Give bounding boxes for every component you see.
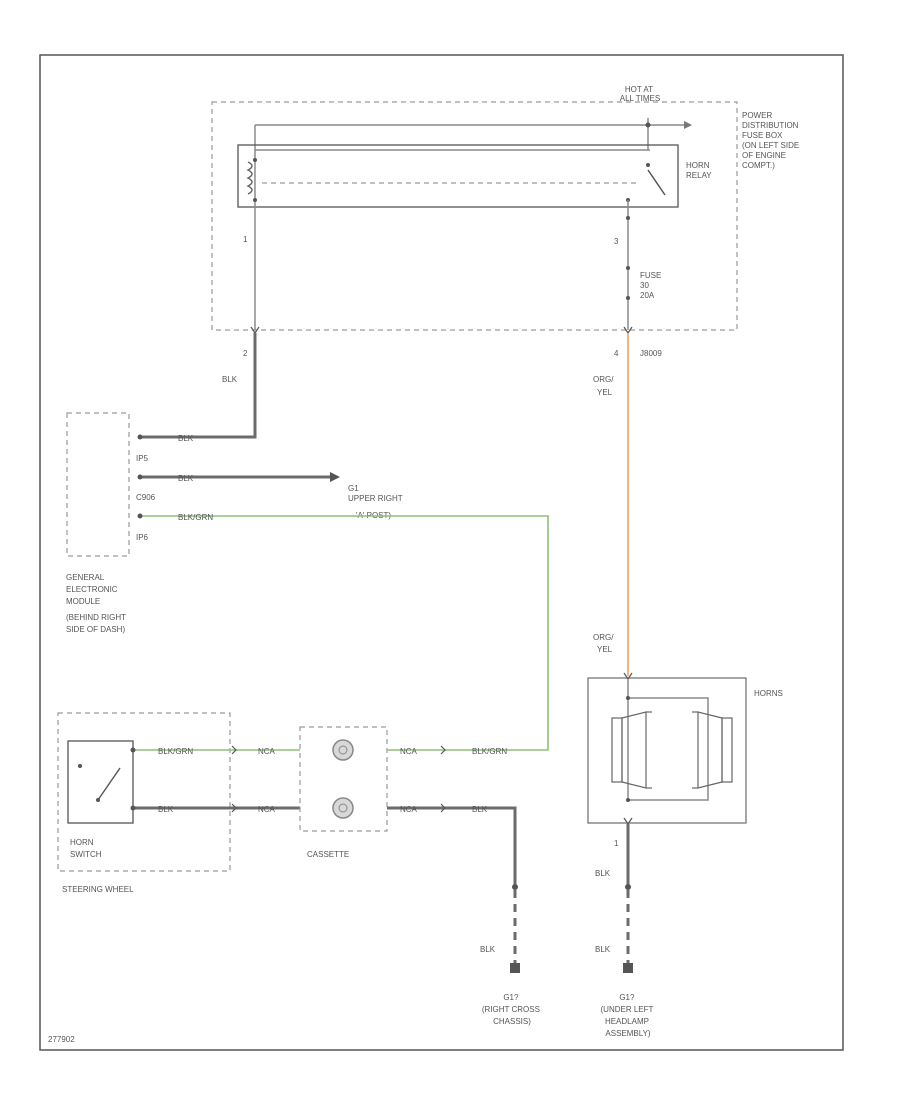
gem-box (66, 412, 130, 557)
pin-3-label: 3 (614, 237, 619, 246)
steering-wheel-label: STEERING WHEEL (62, 885, 134, 894)
relay-switch-pin (646, 163, 650, 167)
blk-label-top: BLK (222, 375, 238, 384)
power-distribution-box (211, 101, 738, 331)
nca-label-3: NCA (400, 747, 418, 756)
relay-switch-contact (647, 169, 666, 196)
pin-1-label: 1 (243, 235, 248, 244)
sw-wire-2-label: BLK (158, 805, 174, 814)
gem-pin-ip6: IP6 (136, 533, 149, 542)
cassette-blk-wire (387, 806, 517, 885)
gem-pin-c906: C906 (136, 493, 156, 502)
gem-pin-1 (137, 434, 143, 440)
nca-label-1: NCA (258, 747, 276, 756)
blk-wire-to-gem (140, 333, 257, 439)
cassette-blk-label: BLK (480, 945, 496, 954)
bus-arrow (684, 121, 692, 129)
gem-label: GENERAL ELECTRONIC MODULE (BEHIND RIGHT … (66, 573, 128, 634)
ground-terminal-left-headlamp (623, 963, 633, 973)
gem-wire-2-label: BLK (178, 474, 194, 483)
right-wire-1-label: BLK/GRN (472, 747, 507, 756)
connector-label: J8009 (640, 349, 662, 358)
switch-wire-pin-2 (130, 805, 136, 811)
gem-pin-ip5: IP5 (136, 454, 149, 463)
horn-switch-pin-1 (78, 764, 82, 768)
org-yel-label-bottom: ORG/ YEL (593, 633, 616, 654)
cassette-coil-1-inner (338, 745, 348, 755)
horns-node-bottom (626, 798, 630, 802)
horns-box (587, 677, 747, 824)
relay-coil (246, 161, 253, 195)
connector-cas-1 (440, 745, 446, 755)
horn-switch-contact (97, 767, 121, 801)
switch-wire-pin-1 (130, 747, 136, 753)
power-box-label: POWER DISTRIBUTION FUSE BOX (ON LEFT SID… (742, 111, 801, 170)
pin-4-label: 4 (614, 349, 619, 358)
horn-switch-box (67, 740, 134, 824)
cassette-coil-2 (332, 797, 354, 819)
cassette-coil-2-inner (338, 803, 348, 813)
g-upper-label: G1 UPPER RIGHT 'A' POST) (348, 484, 405, 520)
horn-speaker-right (692, 711, 733, 789)
horns-node-top (626, 696, 630, 700)
gem-wire-1-label: BLK (178, 434, 194, 443)
g-left-label: G1? (UNDER LEFT HEADLAMP ASSEMBLY) (601, 993, 656, 1038)
ground-arrow (330, 472, 340, 482)
ground-terminal-right-cross (510, 963, 520, 973)
org-yel-label-top: ORG/ YEL (593, 375, 616, 397)
horns-internal-wiring (627, 679, 709, 801)
coil-pin-bottom (253, 198, 257, 202)
sw-wire-1-label: BLK/GRN (158, 747, 193, 756)
right-wire-2-label: BLK (472, 805, 488, 814)
fuse-pin-a (626, 266, 630, 270)
horn-relay-label: HORN RELAY (686, 161, 712, 180)
steering-wheel-box (57, 712, 231, 872)
gem-pin-2 (137, 474, 143, 480)
cassette-box (299, 726, 388, 832)
horns-blk-label-1: BLK (595, 869, 611, 878)
diagram-code: 277902 (48, 1035, 75, 1044)
cassette-label: CASSETTE (307, 850, 349, 859)
fuse-pin-top (626, 216, 630, 220)
horns-label: HORNS (754, 689, 783, 698)
fuse-pin-b (626, 296, 630, 300)
bus-node (645, 122, 651, 128)
nca-label-4: NCA (400, 805, 418, 814)
cassette-coil-1 (332, 739, 354, 761)
fuse-label: FUSE 30 20A (640, 271, 664, 300)
gem-pin-3 (137, 513, 143, 519)
hot-label: HOT AT ALL TIMES (620, 85, 660, 103)
horn-speaker-left (611, 711, 652, 789)
connector-sw-2 (231, 803, 237, 813)
coil-pin-top (253, 158, 257, 162)
nca-label-2: NCA (258, 805, 276, 814)
horns-blk-label-2: BLK (595, 945, 611, 954)
pin-2-label: 2 (243, 349, 248, 358)
horn-relay-box (237, 144, 679, 208)
diagram-frame (39, 54, 844, 1051)
gem-wire-3-label: BLK/GRN (178, 513, 213, 522)
horn-switch-label: HORN SWITCH (70, 838, 102, 859)
horns-pin-1-label: 1 (614, 839, 619, 848)
connector-cas-2 (440, 803, 446, 813)
blk-grn-wire (140, 515, 549, 751)
g-right-label: G1? (RIGHT CROSS CHASSIS) (482, 993, 542, 1026)
connector-sw-1 (231, 745, 237, 755)
cassette-ground-splice (512, 884, 518, 890)
horns-ground-splice (625, 884, 631, 890)
